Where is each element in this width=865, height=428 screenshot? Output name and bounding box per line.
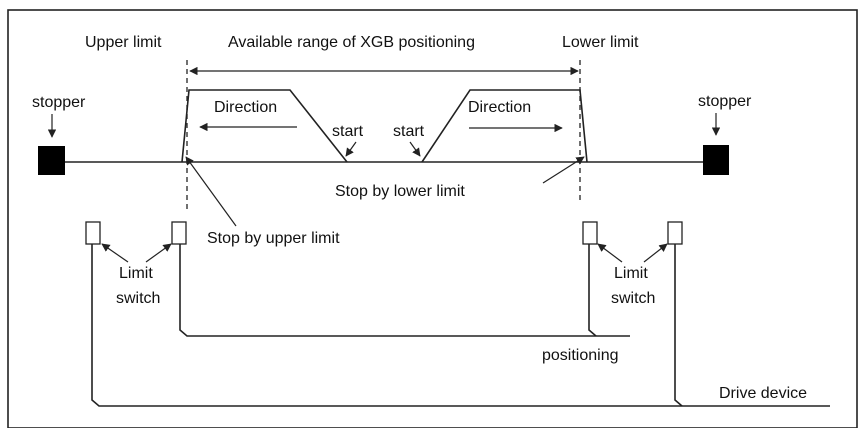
stop-by-lower-label: Stop by lower limit [335, 183, 465, 200]
limit-switch-left-pointer-1 [101, 243, 129, 263]
start-left-arrow [345, 141, 357, 157]
left-speed-profile [181, 89, 348, 163]
limit-switch-left-pointer-2 [145, 243, 172, 263]
positioning-wire-lower [588, 244, 597, 337]
available-range-label: Available range of XGB positioning [228, 34, 475, 51]
positioning-label: positioning [542, 347, 619, 364]
start-right-label: start [393, 123, 425, 140]
direction-left-label: Direction [214, 99, 277, 116]
limit-switch-right-pointer-1 [597, 243, 623, 263]
stopper-right [703, 145, 729, 175]
upper-limit-label: Upper limit [85, 34, 162, 51]
right-speed-profile [421, 89, 588, 163]
drive-wire-left [91, 244, 830, 407]
stop-by-lower-arrow [542, 156, 585, 184]
start-right-arrow [409, 141, 421, 157]
limit-switch-right-inner [582, 221, 598, 245]
limit-switch-left-label-1: Limit [119, 265, 153, 282]
stopper-left-label: stopper [32, 94, 86, 111]
limit-switch-right-label-1: Limit [614, 265, 648, 282]
limit-switch-left-outer [85, 221, 101, 245]
stopper-left [38, 146, 65, 175]
drive-device-label: Drive device [719, 385, 807, 402]
limit-switch-left-inner [171, 221, 187, 245]
stop-by-upper-arrow [185, 156, 237, 227]
stopper-right-label: stopper [698, 93, 752, 110]
positioning-wire-upper [179, 244, 630, 337]
limit-switch-left-label-2: switch [116, 290, 160, 307]
diagram-frame [7, 9, 858, 428]
limit-switch-right-pointer-2 [643, 243, 668, 263]
start-left-label: start [332, 123, 364, 140]
limit-switch-right-outer [667, 221, 683, 245]
direction-right-label: Direction [468, 99, 531, 116]
lower-limit-label: Lower limit [562, 34, 639, 51]
stop-by-upper-label: Stop by upper limit [207, 230, 340, 247]
drive-wire-right [674, 244, 683, 407]
limit-switch-right-label-2: switch [611, 290, 655, 307]
